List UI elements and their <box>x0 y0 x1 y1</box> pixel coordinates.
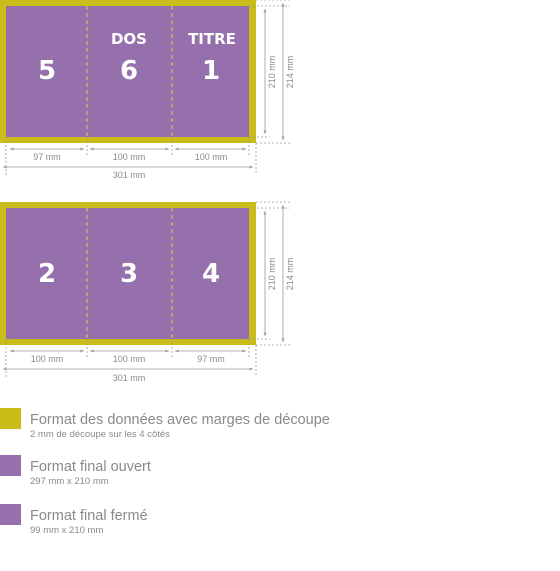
outside-width-dimensions: 97 mm 100 mm 100 mm 301 mm <box>3 137 257 180</box>
outside-width-label: 100 mm <box>195 152 228 162</box>
legend: Format des données avec marges de découp… <box>0 408 330 536</box>
outside-height-final-label: 210 mm <box>267 56 277 89</box>
outside-width-label: 100 mm <box>113 152 146 162</box>
inside-total-width-label: 301 mm <box>113 373 146 383</box>
legend-item-final-open: Format final ouvert 297 mm x 210 mm <box>0 455 151 487</box>
outside-panel-number: 5 <box>38 56 56 86</box>
inside-sheet: 2 3 4 100 mm 100 mm 97 mm 301 mm 210 m <box>0 201 295 383</box>
legend-swatch-bleed <box>0 408 21 429</box>
inside-width-dimensions: 100 mm 100 mm 97 mm 301 mm <box>3 339 257 383</box>
outside-panel-label: DOS <box>111 30 147 48</box>
outside-final-area <box>6 6 249 137</box>
inside-width-label: 97 mm <box>197 354 225 364</box>
legend-subtitle: 297 mm x 210 mm <box>30 476 109 487</box>
legend-subtitle: 99 mm x 210 mm <box>30 525 103 536</box>
legend-swatch-final <box>0 455 21 476</box>
inside-height-bleed-label: 214 mm <box>285 258 295 291</box>
inside-width-label: 100 mm <box>113 354 146 364</box>
legend-title: Format final ouvert <box>30 459 151 475</box>
inside-panel-number: 4 <box>202 259 220 289</box>
inside-width-label: 100 mm <box>31 354 64 364</box>
inside-final-area <box>6 208 249 339</box>
inside-height-dimensions: 210 mm 214 mm <box>249 201 295 346</box>
legend-item-final-closed: Format final fermé 99 mm x 210 mm <box>0 504 148 536</box>
legend-subtitle: 2 mm de découpe sur les 4 côtés <box>30 429 170 440</box>
outside-panel-number: 1 <box>202 56 220 86</box>
outside-height-bleed-label: 214 mm <box>285 56 295 89</box>
outside-height-dimensions: 210 mm 214 mm <box>249 0 295 144</box>
legend-title: Format final fermé <box>30 508 148 524</box>
outside-panel-label: TITRE <box>188 30 236 48</box>
outside-width-label: 97 mm <box>33 152 61 162</box>
outside-panel-number: 6 <box>120 56 138 86</box>
outside-total-width-label: 301 mm <box>113 170 146 180</box>
inside-panel-number: 2 <box>38 259 56 289</box>
legend-title: Format des données avec marges de découp… <box>30 412 330 428</box>
inside-height-final-label: 210 mm <box>267 258 277 291</box>
inside-panel-number: 3 <box>120 259 138 289</box>
outside-sheet: 5 DOS 6 TITRE 1 97 mm 100 mm 100 mm 301 … <box>0 0 295 180</box>
legend-swatch-final <box>0 504 21 525</box>
legend-item-bleed: Format des données avec marges de découp… <box>0 408 330 440</box>
